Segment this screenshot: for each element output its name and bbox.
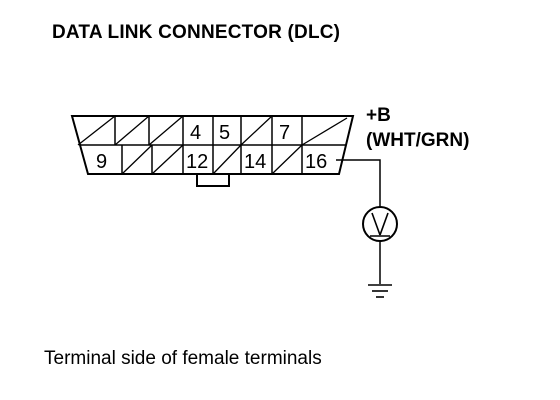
battery-positive-label: +B (366, 105, 391, 126)
voltmeter-icon (362, 206, 398, 242)
empty-cavity-hatches (77, 115, 348, 175)
terminal-9-label: 9 (96, 151, 107, 173)
ground-icon (368, 284, 392, 298)
terminal-12-label: 12 (186, 151, 208, 173)
terminal-16-label: 16 (305, 151, 327, 173)
terminal-5-label: 5 (219, 122, 230, 144)
connector-body (70, 115, 355, 187)
terminal-4-label: 4 (190, 122, 201, 144)
wire-color-label: (WHT/GRN) (366, 130, 469, 151)
diagram-title: DATA LINK CONNECTOR (DLC) (52, 22, 341, 43)
terminal-14-label: 14 (244, 151, 266, 173)
terminal-7-label: 7 (279, 122, 290, 144)
probe-wire (336, 159, 381, 207)
diagram-caption: Terminal side of female terminals (44, 348, 322, 369)
